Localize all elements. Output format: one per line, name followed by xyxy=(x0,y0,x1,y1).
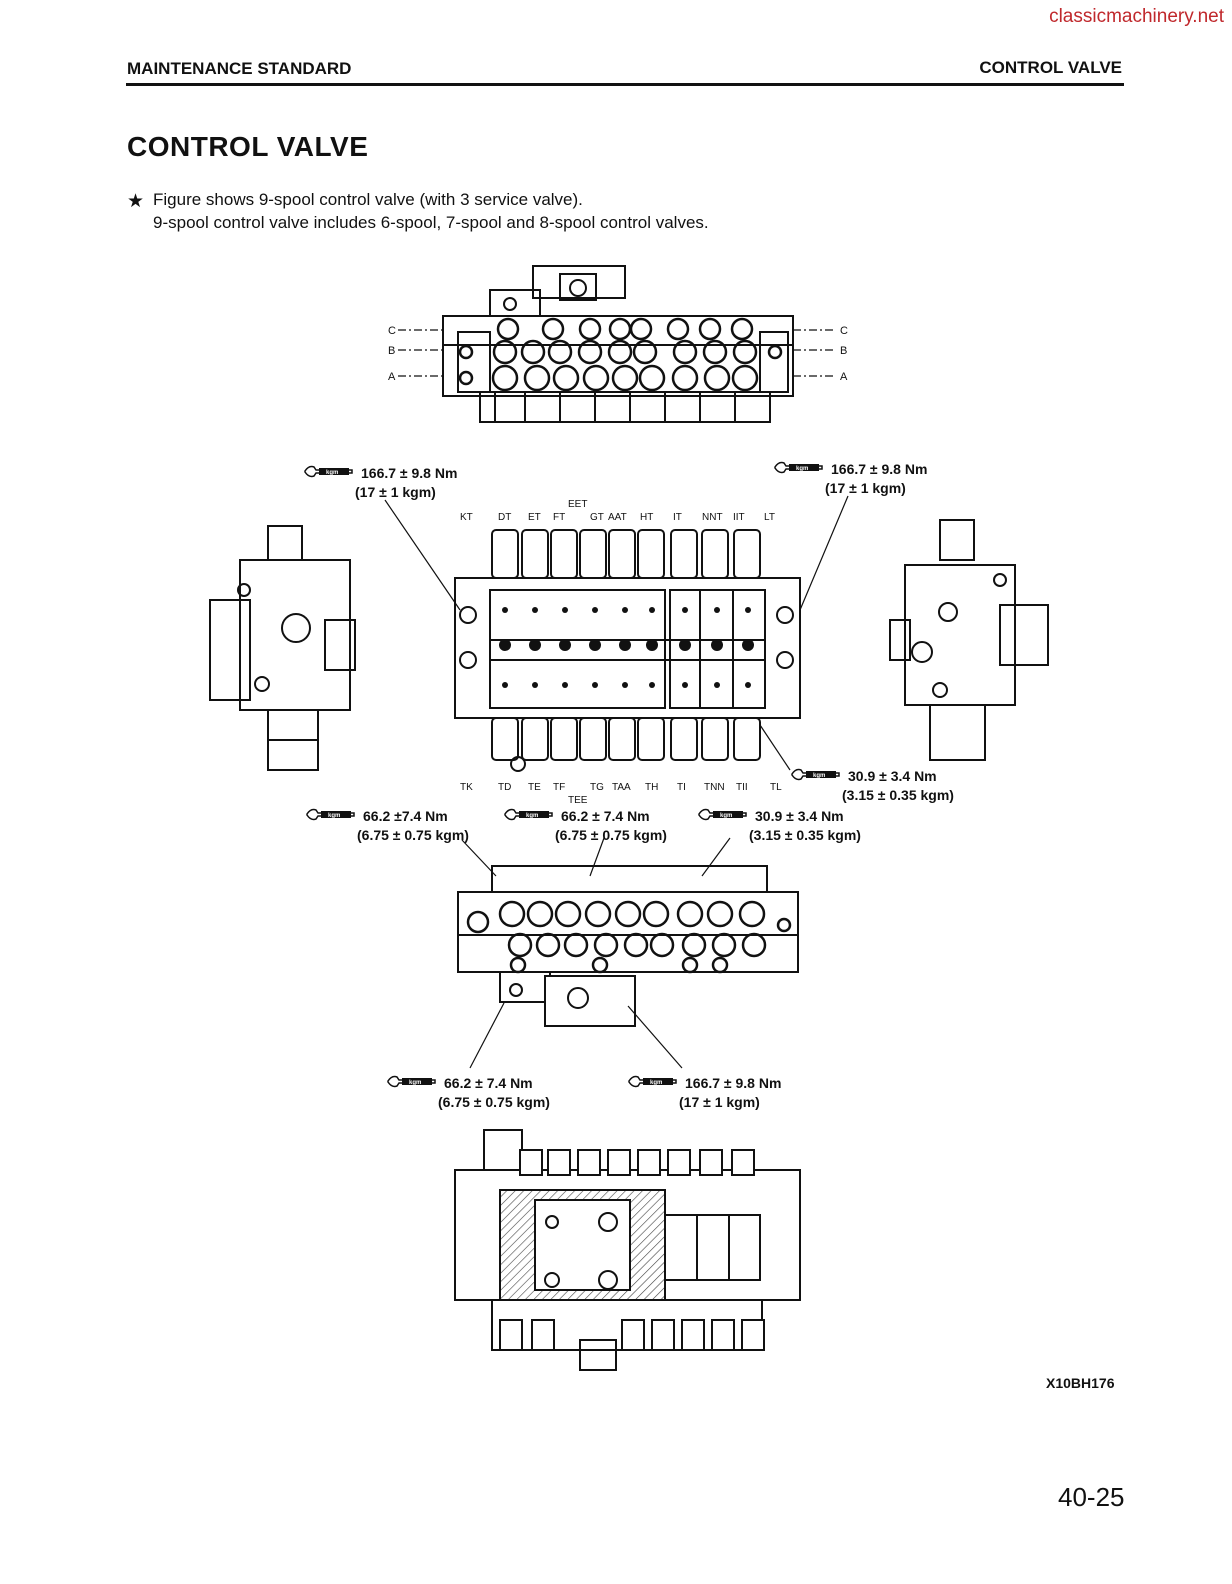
svg-text:kgm: kgm xyxy=(326,470,338,476)
svg-text:kgm: kgm xyxy=(720,813,732,819)
torque-callout-4: kgm 66.2 ±7.4 Nm (6.75 ± 0.75 kgm) xyxy=(305,806,469,844)
svg-text:kgm: kgm xyxy=(328,813,340,819)
torque-wrench-icon: kgm xyxy=(303,463,355,483)
torque-wrench-icon: kgm xyxy=(773,459,825,479)
port-label-tf: TF xyxy=(553,782,565,793)
port-label-nnt: NNT xyxy=(702,512,723,523)
port-label-it: IT xyxy=(673,512,682,523)
page-title: CONTROL VALVE xyxy=(127,131,369,162)
bottom-view-bores xyxy=(466,900,792,974)
section-mark-b: B xyxy=(840,345,847,357)
torque-kgm-4: (6.75 ± 0.75 kgm) xyxy=(357,827,469,843)
port-label-tl: TL xyxy=(770,782,782,793)
port-label-et: ET xyxy=(528,512,541,523)
valve-left-side-view xyxy=(209,525,356,771)
port-label-aat: AAT xyxy=(608,512,627,523)
torque-callout-2: kgm 166.7 ± 9.8 Nm (17 ± 1 kgm) xyxy=(773,459,927,497)
svg-text:kgm: kgm xyxy=(409,1080,421,1086)
watermark: classicmachinery.net xyxy=(1049,6,1224,27)
port-label-tnn: TNN xyxy=(704,782,725,793)
front-view-spools xyxy=(491,529,761,761)
port-label-ti: TI xyxy=(677,782,686,793)
torque-callout-8: kgm 166.7 ± 9.8 Nm (17 ± 1 kgm) xyxy=(627,1073,781,1111)
port-label-taa: TAA xyxy=(612,782,631,793)
header-section: MAINTENANCE STANDARD xyxy=(127,59,352,78)
port-label-tii: TII xyxy=(736,782,748,793)
port-label-te: TE xyxy=(528,782,541,793)
figure-code: X10BH176 xyxy=(1046,1375,1115,1391)
svg-text:kgm: kgm xyxy=(796,466,808,472)
svg-text:kgm: kgm xyxy=(526,813,538,819)
header-topic: CONTROL VALVE xyxy=(979,58,1122,77)
torque-wrench-icon: kgm xyxy=(627,1073,679,1093)
note-line-2: 9-spool control valve includes 6-spool, … xyxy=(153,213,709,232)
svg-text:kgm: kgm xyxy=(650,1080,662,1086)
torque-value-7: 66.2 ± 7.4 Nm xyxy=(444,1075,533,1091)
valve-top-view xyxy=(442,265,794,423)
section-mark-a: A xyxy=(840,371,848,383)
torque-kgm-1: (17 ± 1 kgm) xyxy=(355,484,436,500)
torque-callout-7: kgm 66.2 ± 7.4 Nm (6.75 ± 0.75 kgm) xyxy=(386,1073,550,1111)
torque-callout-6: kgm 30.9 ± 3.4 Nm (3.15 ± 0.35 kgm) xyxy=(697,806,861,844)
torque-callout-3: kgm 30.9 ± 3.4 Nm (3.15 ± 0.35 kgm) xyxy=(790,766,954,804)
torque-value-4: 66.2 ±7.4 Nm xyxy=(363,808,448,824)
port-labels: KT DT ET FT EET GT AAT HT IT NNT IIT LT … xyxy=(460,499,782,806)
header-rule xyxy=(126,83,1124,86)
torque-kgm-7: (6.75 ± 0.75 kgm) xyxy=(438,1094,550,1110)
port-label-ht: HT xyxy=(640,512,653,523)
torque-kgm-8: (17 ± 1 kgm) xyxy=(679,1094,760,1110)
port-label-th: TH xyxy=(645,782,658,793)
section-mark-b-left: B xyxy=(388,345,395,357)
port-label-lt: LT xyxy=(764,512,775,523)
port-label-tg: TG xyxy=(590,782,604,793)
torque-value-6: 30.9 ± 3.4 Nm xyxy=(755,808,844,824)
page-number: 40-25 xyxy=(1058,1482,1125,1512)
valve-right-side-view xyxy=(889,519,1049,761)
section-lines xyxy=(398,329,836,377)
torque-kgm-2: (17 ± 1 kgm) xyxy=(825,480,906,496)
port-label-tk: TK xyxy=(460,782,473,793)
port-label-kt: KT xyxy=(460,512,473,523)
torque-wrench-icon: kgm xyxy=(790,766,842,786)
torque-wrench-icon: kgm xyxy=(386,1073,438,1093)
port-label-ft: FT xyxy=(553,512,565,523)
torque-kgm-3: (3.15 ± 0.35 kgm) xyxy=(842,787,954,803)
valve-sectional-view xyxy=(454,1129,801,1371)
torque-wrench-icon: kgm xyxy=(697,806,749,826)
torque-value-3: 30.9 ± 3.4 Nm xyxy=(848,768,937,784)
section-mark-c: C xyxy=(840,325,848,337)
front-view-end-ports xyxy=(459,606,794,772)
note-line-1: Figure shows 9-spool control valve (with… xyxy=(153,190,583,209)
port-label-td: TD xyxy=(498,782,511,793)
torque-value-2: 166.7 ± 9.8 Nm xyxy=(831,461,928,477)
torque-callout-1: kgm 166.7 ± 9.8 Nm (17 ± 1 kgm) xyxy=(303,463,457,501)
sectional-view-spools xyxy=(499,1149,765,1351)
torque-value-1: 166.7 ± 9.8 Nm xyxy=(361,465,458,481)
torque-kgm-6: (3.15 ± 0.35 kgm) xyxy=(749,827,861,843)
torque-callout-5: kgm 66.2 ± 7.4 Nm (6.75 ± 0.75 kgm) xyxy=(503,806,667,844)
front-view-ports xyxy=(499,607,754,688)
torque-value-5: 66.2 ± 7.4 Nm xyxy=(561,808,650,824)
torque-wrench-icon: kgm xyxy=(305,806,357,826)
star-icon: ★ xyxy=(127,191,145,212)
section-mark-c-left: C xyxy=(388,325,396,337)
section-mark-a-left: A xyxy=(388,371,396,383)
torque-wrench-icon: kgm xyxy=(503,806,555,826)
svg-text:kgm: kgm xyxy=(813,773,825,779)
port-label-iit: IIT xyxy=(733,512,745,523)
torque-leader-lines xyxy=(384,495,849,1069)
port-label-gt: GT xyxy=(590,512,604,523)
torque-value-8: 166.7 ± 9.8 Nm xyxy=(685,1075,782,1091)
port-label-dt: DT xyxy=(498,512,511,523)
port-label-tee: TEE xyxy=(568,795,588,806)
top-view-bores xyxy=(458,317,783,392)
port-label-eet: EET xyxy=(568,499,587,510)
section-marks: C B A C B A xyxy=(388,325,848,383)
torque-kgm-5: (6.75 ± 0.75 kgm) xyxy=(555,827,667,843)
